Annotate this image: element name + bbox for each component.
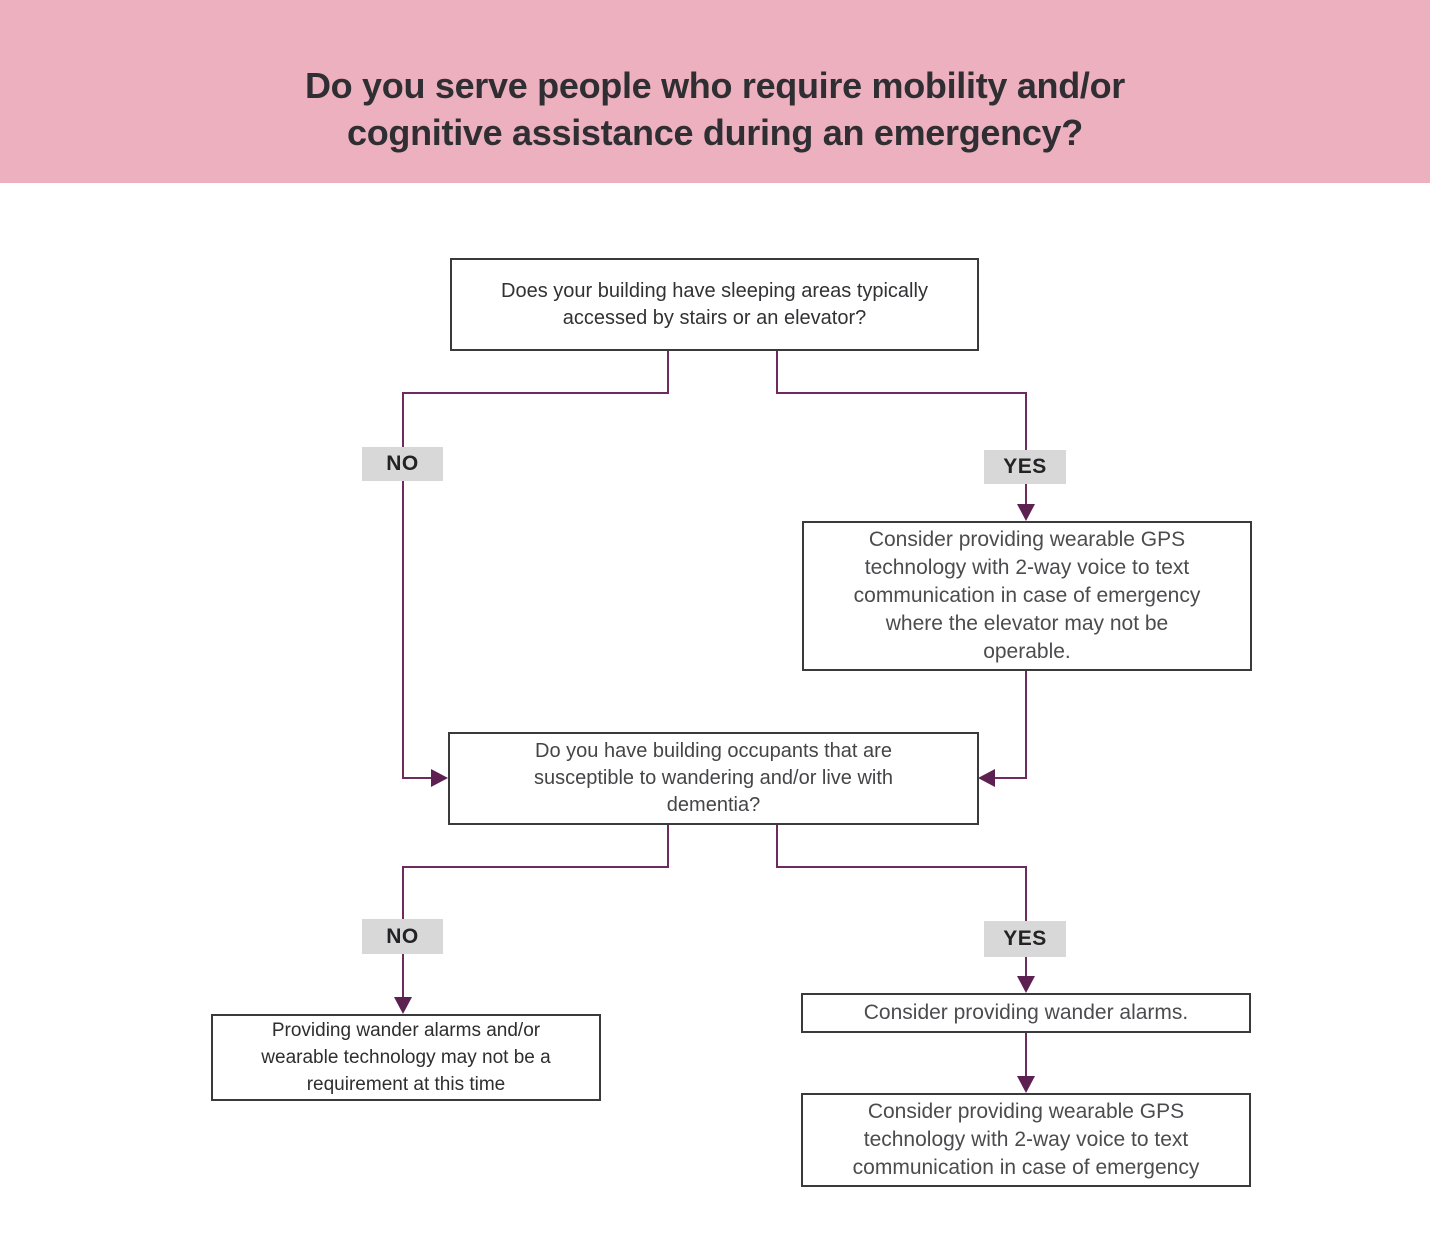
branch-label-no-1: NO (362, 447, 443, 481)
connector-gps-elevator-to-q2 (992, 670, 1027, 779)
header-banner: Do you serve people who require mobility… (0, 0, 1430, 183)
node-gps-emergency-recommendation: Consider providing wearable GPS technolo… (801, 1093, 1251, 1187)
arrowhead-into-gps-elevator (1017, 504, 1035, 521)
node-question-wandering-dementia: Do you have building occupants that are … (448, 732, 979, 825)
branch-label-no-2: NO (362, 919, 443, 954)
connector-q2-no (402, 824, 669, 1000)
branch-label-yes-1: YES (984, 450, 1066, 484)
node-question-sleeping-areas: Does your building have sleeping areas t… (450, 258, 979, 351)
branch-label-yes-2: YES (984, 921, 1066, 957)
arrowhead-into-q2-left (431, 769, 448, 787)
arrowhead-into-gps-emergency (1017, 1076, 1035, 1093)
node-wander-alarms-recommendation: Consider providing wander alarms. (801, 993, 1251, 1033)
arrowhead-into-q2-right (978, 769, 995, 787)
arrowhead-into-wander-alarms (1017, 976, 1035, 993)
page-title: Do you serve people who require mobility… (304, 65, 1126, 153)
arrowhead-into-no-requirement (394, 997, 412, 1014)
node-no-requirement-result: Providing wander alarms and/or wearable … (211, 1014, 601, 1101)
connector-q1-no (402, 351, 669, 779)
node-gps-elevator-recommendation: Consider providing wearable GPS technolo… (802, 521, 1252, 671)
